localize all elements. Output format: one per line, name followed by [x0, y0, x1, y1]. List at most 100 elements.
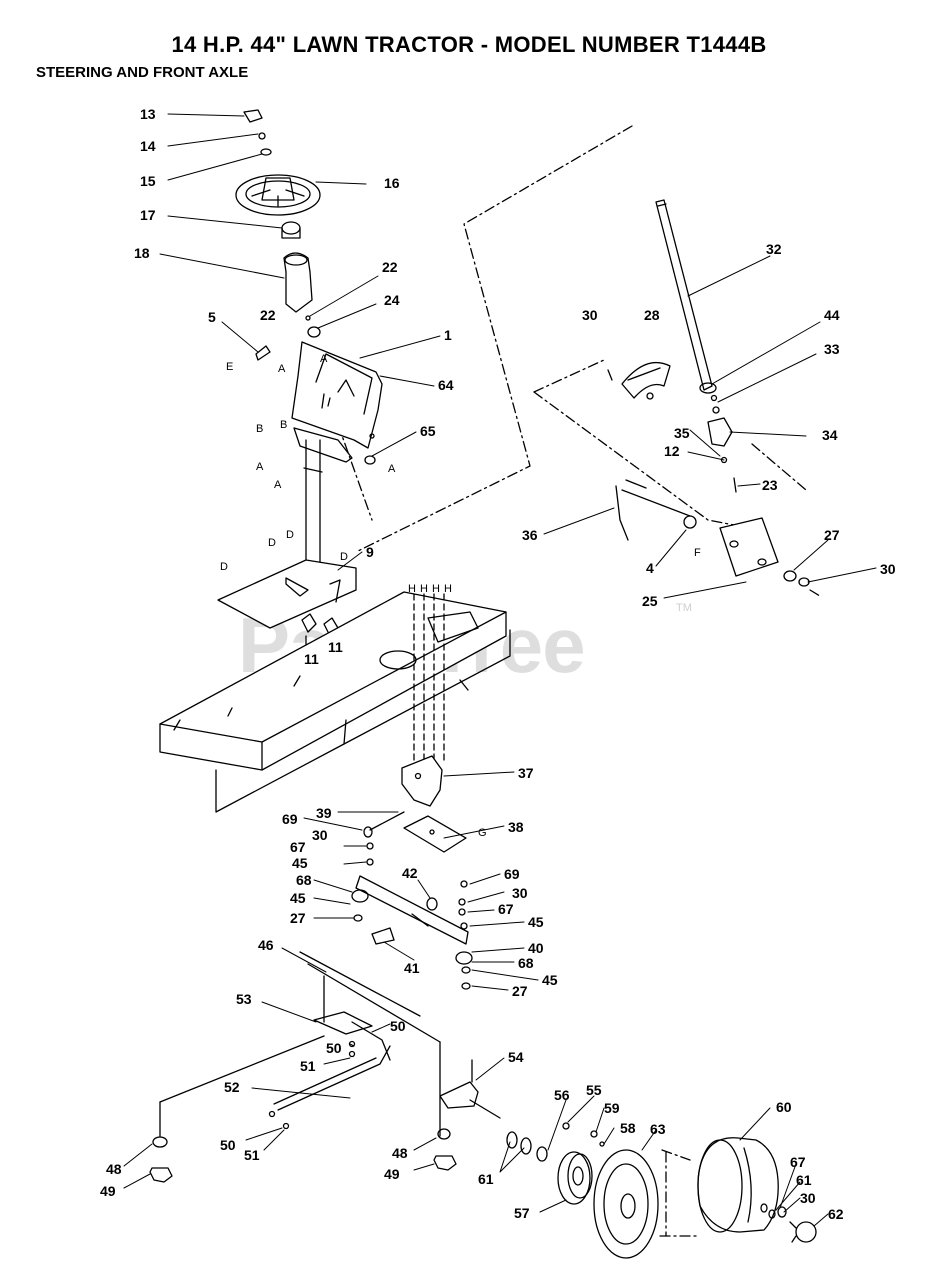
bolt-39 [363, 811, 405, 838]
small-washers-right [458, 880, 471, 990]
reference-letters: E A A B B A A A D D D D F G H H H H [220, 353, 701, 839]
callout-5: 5 [208, 309, 216, 325]
callout-67-left: 67 [290, 839, 306, 855]
steering-shaft-32 [655, 199, 717, 394]
callout-25: 25 [642, 593, 658, 609]
watermark-trademark: TM [676, 602, 692, 614]
callout-51-upper: 51 [300, 1058, 316, 1074]
callout-22-left: 22 [260, 307, 276, 323]
axle-bracket [401, 755, 443, 807]
callout-30-right: 30 [512, 885, 528, 901]
callout-69-left: 69 [282, 811, 298, 827]
callout-63: 63 [650, 1121, 666, 1137]
callout-59: 59 [604, 1100, 620, 1116]
callout-61-left: 61 [478, 1171, 494, 1187]
left-spindle [149, 1035, 325, 1183]
callout-61-right: 61 [796, 1172, 812, 1188]
callout-50-upper: 50 [390, 1018, 406, 1034]
letter-a-4: A [274, 479, 282, 491]
callout-45-bottom-right: 45 [542, 972, 558, 988]
letter-e: E [226, 361, 233, 373]
tie-rod-52 [273, 1045, 391, 1111]
callout-18: 18 [134, 245, 150, 261]
callout-48-left: 48 [106, 1161, 122, 1177]
callout-28: 28 [644, 307, 660, 323]
callout-60: 60 [776, 1099, 792, 1115]
letter-h-2: H [420, 583, 428, 595]
letter-b-2: B [280, 419, 287, 431]
callout-30-left: 30 [312, 827, 328, 843]
callout-46: 46 [258, 937, 274, 953]
callout-4: 4 [646, 560, 654, 576]
callout-58: 58 [620, 1120, 636, 1136]
callout-39: 39 [316, 805, 332, 821]
callout-52: 52 [224, 1079, 240, 1095]
plate-38 [403, 815, 467, 853]
callout-37: 37 [518, 765, 534, 781]
tractor-frame [159, 591, 511, 813]
steering-adapter [281, 221, 301, 239]
push-nut-65 [364, 455, 376, 465]
steering-wheel [235, 174, 321, 216]
callout-55: 55 [586, 1082, 602, 1098]
callout-54: 54 [508, 1049, 524, 1065]
callout-62: 62 [828, 1206, 844, 1222]
letter-a-2: A [320, 353, 328, 365]
callout-45-mid-left: 45 [290, 890, 306, 906]
callout-34: 34 [822, 427, 838, 443]
callout-11-left: 11 [304, 651, 319, 667]
callout-49-right: 49 [384, 1166, 400, 1182]
floor-plate [217, 559, 357, 629]
callout-11-right: 11 [328, 639, 343, 655]
washers-27-30 [783, 570, 810, 587]
bracket-25 [719, 517, 779, 577]
letter-b-1: B [256, 423, 263, 435]
callout-27-left: 27 [290, 910, 306, 926]
callout-69-right: 69 [504, 866, 520, 882]
steering-bushing [305, 315, 321, 338]
callout-45-mid-right: 45 [528, 914, 544, 930]
bolt-42 [426, 897, 438, 911]
callout-labels: 13 14 15 16 17 18 22 22 24 5 1 64 65 9 1… [100, 106, 896, 1222]
sector-gear-28 [621, 361, 671, 400]
letter-a-5: A [388, 463, 396, 475]
callout-68-right: 68 [518, 955, 534, 971]
dash-bracket [293, 427, 353, 463]
page-subtitle: STEERING AND FRONT AXLE [36, 64, 249, 81]
small-parts-right [710, 394, 737, 493]
callout-16: 16 [384, 175, 400, 191]
letter-h-4: H [444, 583, 452, 595]
letter-d-3: D [286, 529, 294, 541]
gear-clip-30 [607, 369, 613, 381]
wheel-dash-outline [659, 1149, 701, 1237]
callout-49-left: 49 [100, 1183, 116, 1199]
callout-12: 12 [664, 443, 680, 459]
letter-h-3: H [432, 583, 440, 595]
callout-41: 41 [404, 960, 420, 976]
callout-30-gear: 30 [582, 307, 598, 323]
callout-48-right: 48 [392, 1145, 408, 1161]
bearing-57 [557, 1151, 593, 1205]
callout-56: 56 [554, 1087, 570, 1103]
callout-1: 1 [444, 327, 452, 343]
drag-link [299, 951, 441, 1043]
letter-f: F [694, 547, 701, 559]
letter-d-2: D [268, 537, 276, 549]
callout-51-lower: 51 [244, 1147, 260, 1163]
callout-15: 15 [140, 173, 156, 189]
letter-h-1: H [408, 583, 416, 595]
letter-d-4: D [340, 551, 348, 563]
steering-column-support [283, 252, 313, 313]
letter-d-1: D [220, 561, 228, 573]
callout-68-left: 68 [296, 872, 312, 888]
assembly-lines-h [413, 593, 445, 761]
callout-50-lower: 50 [220, 1137, 236, 1153]
page-title: 14 H.P. 44" LAWN TRACTOR - MODEL NUMBER … [171, 32, 767, 57]
pinion-34 [707, 406, 733, 447]
callout-42: 42 [402, 865, 418, 881]
callout-35: 35 [674, 425, 690, 441]
callout-23: 23 [762, 477, 778, 493]
callout-27-right: 27 [512, 983, 528, 999]
